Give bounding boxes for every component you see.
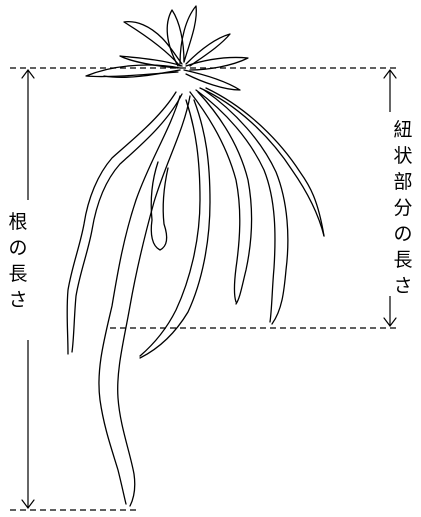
label-glyph: の — [8, 237, 27, 259]
label-glyph: 状 — [393, 145, 412, 167]
root-far-right — [200, 88, 324, 236]
plant-leaves — [86, 6, 248, 90]
label-glyph: 長 — [8, 263, 27, 285]
root-center — [140, 100, 210, 358]
plant-illustration — [67, 6, 324, 506]
root-left — [67, 92, 182, 354]
label-glyph: 部 — [393, 171, 412, 193]
label-glyph: 根 — [8, 211, 27, 233]
label-root-length: 根の長さ — [8, 211, 27, 311]
label-glyph: の — [393, 223, 412, 245]
label-glyph: 長 — [393, 249, 412, 271]
label-glyph: さ — [393, 275, 412, 297]
label-string-part-length: 紐状部分の長さ — [393, 119, 412, 297]
label-glyph: 分 — [393, 197, 412, 219]
root-small-curl — [151, 162, 168, 250]
label-glyph: さ — [8, 289, 27, 311]
label-glyph: 紐 — [393, 119, 412, 141]
